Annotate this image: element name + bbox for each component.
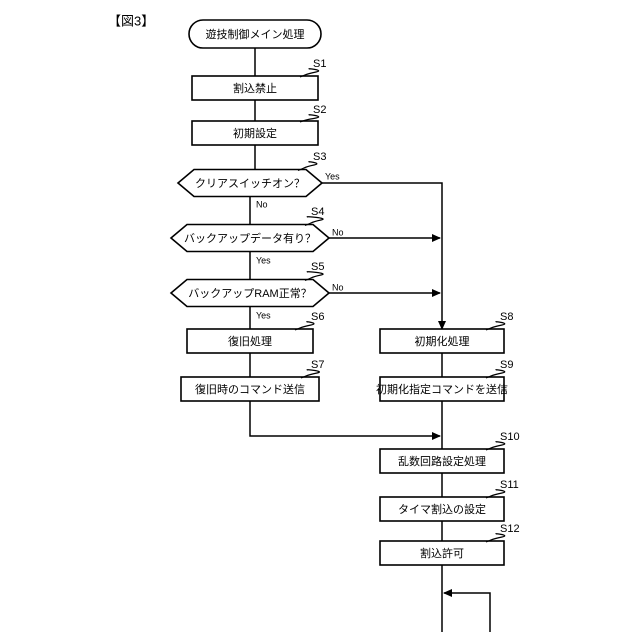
node-shape-s5	[169, 278, 331, 308]
node-label-s3: クリアスイッチオン？	[195, 177, 305, 190]
step-leader-line-s10	[485, 441, 506, 451]
node-s8[interactable]: 初期化処理	[379, 328, 505, 354]
node-s3[interactable]: クリアスイッチオン？	[176, 168, 324, 198]
node-start[interactable]: 遊技制御メイン処理	[188, 19, 322, 49]
step-number-s3: S3	[313, 151, 326, 163]
step-number-s10: S10	[500, 431, 520, 443]
node-label-s8: 初期化処理	[415, 334, 470, 348]
step-number-s4: S4	[311, 206, 324, 218]
step-leader-line-s8	[485, 321, 506, 331]
node-shape-start	[188, 19, 322, 49]
step-leader-s7: S7	[300, 359, 324, 379]
node-shape-s6	[186, 328, 314, 354]
branch-label-s4-yes: Yes	[256, 255, 271, 265]
node-label-s11: タイマ割込の設定	[398, 502, 486, 516]
node-shape-s2	[191, 120, 319, 146]
step-leader-line-s9	[485, 369, 506, 379]
node-shape-s10	[379, 448, 505, 474]
step-number-s7: S7	[311, 359, 324, 371]
step-leader-s3: S3	[297, 151, 326, 172]
step-number-s11: S11	[500, 479, 519, 491]
node-s5[interactable]: バックアップRAM正常？	[169, 278, 331, 308]
node-s6[interactable]: 復旧処理	[186, 328, 314, 354]
node-label-s2: 初期設定	[233, 126, 277, 140]
node-shape-s4	[169, 223, 331, 253]
node-shape-s12	[379, 540, 505, 566]
node-s2[interactable]: 初期設定	[191, 120, 319, 146]
branch-label-s3-no: No	[256, 199, 268, 209]
step-leader-s1: S1	[299, 58, 326, 78]
step-leader-s12: S12	[485, 523, 520, 543]
node-label-s7: 復旧時のコマンド送信	[195, 382, 305, 396]
node-s4[interactable]: バックアップデータ有り？	[169, 223, 331, 253]
node-s12[interactable]: 割込許可	[379, 540, 505, 566]
step-leader-line-s3	[297, 161, 318, 172]
connector-layer	[249, 48, 491, 632]
step-number-s6: S6	[311, 311, 324, 323]
branch-label-s3-yes: Yes	[325, 171, 340, 181]
step-number-s1: S1	[313, 58, 326, 70]
step-leader-line-s5	[304, 271, 324, 282]
figure-label: 【図3】	[108, 13, 154, 28]
branch-label-s4-no: No	[332, 227, 344, 237]
step-number-s8: S8	[500, 311, 513, 323]
step-leader-s5: S5	[304, 261, 324, 282]
step-leader-s9: S9	[485, 359, 513, 379]
node-shape-s1	[191, 75, 319, 101]
node-s1[interactable]: 割込禁止	[191, 75, 319, 101]
node-label-start: 遊技制御メイン処理	[206, 27, 305, 41]
step-leader-s2: S2	[299, 104, 326, 123]
node-label-s12: 割込許可	[420, 546, 464, 560]
node-label-s5: バックアップRAM正常？	[188, 287, 311, 300]
node-label-s10: 乱数回路設定処理	[398, 454, 486, 468]
step-number-s5: S5	[311, 261, 324, 273]
step-leader-line-s4	[304, 216, 324, 227]
node-label-s4: バックアップデータ有り？	[184, 231, 316, 245]
step-leader-line-s6	[294, 321, 315, 331]
connector-s7-down-right	[249, 401, 441, 440]
step-leader-line-s2	[299, 114, 320, 123]
step-leader-line-s12	[485, 533, 506, 543]
node-s11[interactable]: タイマ割込の設定	[379, 496, 505, 522]
branch-label-s5-no: No	[332, 282, 344, 292]
node-shape-s11	[379, 496, 505, 522]
node-label-s9: 初期化指定コマンドを送信	[376, 382, 508, 396]
step-number-s2: S2	[313, 104, 326, 116]
node-s10[interactable]: 乱数回路設定処理	[379, 448, 505, 474]
step-leader-s4: S4	[304, 206, 324, 227]
node-shape-s9	[379, 376, 505, 402]
step-leader-s6: S6	[294, 311, 324, 331]
node-label-s1: 割込禁止	[233, 81, 277, 95]
connector-s3-yes-right	[322, 182, 446, 330]
step-leader-line-s11	[485, 489, 506, 499]
step-leader-s11: S11	[485, 479, 519, 499]
node-s9[interactable]: 初期化指定コマンドを送信	[376, 376, 508, 402]
connector-loop-return	[443, 589, 491, 632]
node-label-s6: 復旧処理	[228, 335, 272, 348]
node-shape-s8	[379, 328, 505, 354]
step-number-s9: S9	[500, 359, 513, 371]
step-leader-line-s7	[300, 369, 320, 379]
branch-label-s5-yes: Yes	[256, 310, 271, 320]
node-shape-s3	[176, 168, 324, 198]
step-leader-s8: S8	[485, 311, 513, 331]
step-leader-s10: S10	[485, 431, 520, 451]
step-number-s12: S12	[500, 523, 520, 535]
node-s7[interactable]: 復旧時のコマンド送信	[180, 376, 320, 402]
step-leader-line-s1	[299, 68, 320, 78]
node-shape-s7	[180, 376, 320, 402]
